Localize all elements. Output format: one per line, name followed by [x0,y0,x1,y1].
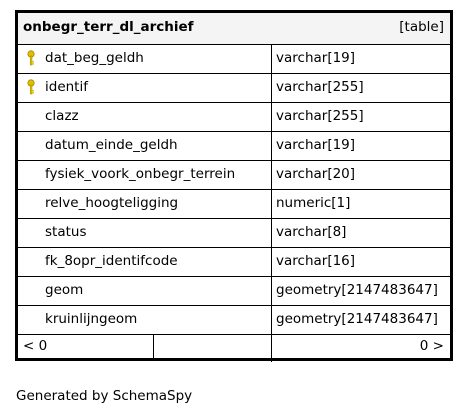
column-row[interactable]: fysiek_voork_onbegr_terrein varchar[20] [18,160,450,190]
column-name: kruinlijngeom [45,311,138,327]
column-type: varchar[255] [276,108,364,124]
column-name: fysiek_voork_onbegr_terrein [45,166,236,182]
key-icon [27,50,35,66]
column-row[interactable]: clazz varchar[255] [18,102,450,132]
column-name: datum_einde_geldh [45,137,178,153]
column-name: status [45,224,87,240]
table-header: onbegr_terr_dl_archief [table] [18,13,450,45]
column-type: geometry[2147483647] [276,282,438,298]
column-name: fk_8opr_identifcode [45,253,178,269]
column-row[interactable]: geom geometry[2147483647] [18,276,450,306]
column-type: geometry[2147483647] [276,311,438,327]
key-icon [27,79,35,95]
footer-divider [153,335,154,358]
column-row[interactable]: datum_einde_geldh varchar[19] [18,131,450,161]
column-type: varchar[19] [276,137,356,153]
column-type: numeric[1] [276,195,351,211]
column-name: relve_hoogteligging [45,195,179,211]
column-type: varchar[20] [276,166,356,182]
column-divider [271,44,272,362]
column-type: varchar[19] [276,50,356,66]
column-type: varchar[16] [276,253,356,269]
table-node[interactable]: onbegr_terr_dl_archief [table] dat_beg_g… [15,10,453,362]
column-name: dat_beg_geldh [45,50,144,66]
column-type: varchar[255] [276,79,364,95]
column-row[interactable]: identif varchar[255] [18,73,450,103]
column-name: geom [45,282,84,298]
column-row[interactable]: fk_8opr_identifcode varchar[16] [18,247,450,277]
column-row[interactable]: dat_beg_geldh varchar[19] [18,44,450,74]
column-type: varchar[8] [276,224,347,240]
table-name[interactable]: onbegr_terr_dl_archief [23,19,194,35]
column-row[interactable]: status varchar[8] [18,218,450,248]
children-count[interactable]: 0 > [419,338,444,354]
column-name: identif [45,79,88,95]
table-kind: [table] [399,19,444,35]
parents-count[interactable]: < 0 [23,338,48,354]
column-name: clazz [45,108,79,124]
column-row[interactable]: relve_hoogteligging numeric[1] [18,189,450,219]
generated-by-label: Generated by SchemaSpy [16,388,193,404]
table-footer: < 0 0 > [18,335,450,358]
column-row[interactable]: kruinlijngeom geometry[2147483647] [18,305,450,335]
